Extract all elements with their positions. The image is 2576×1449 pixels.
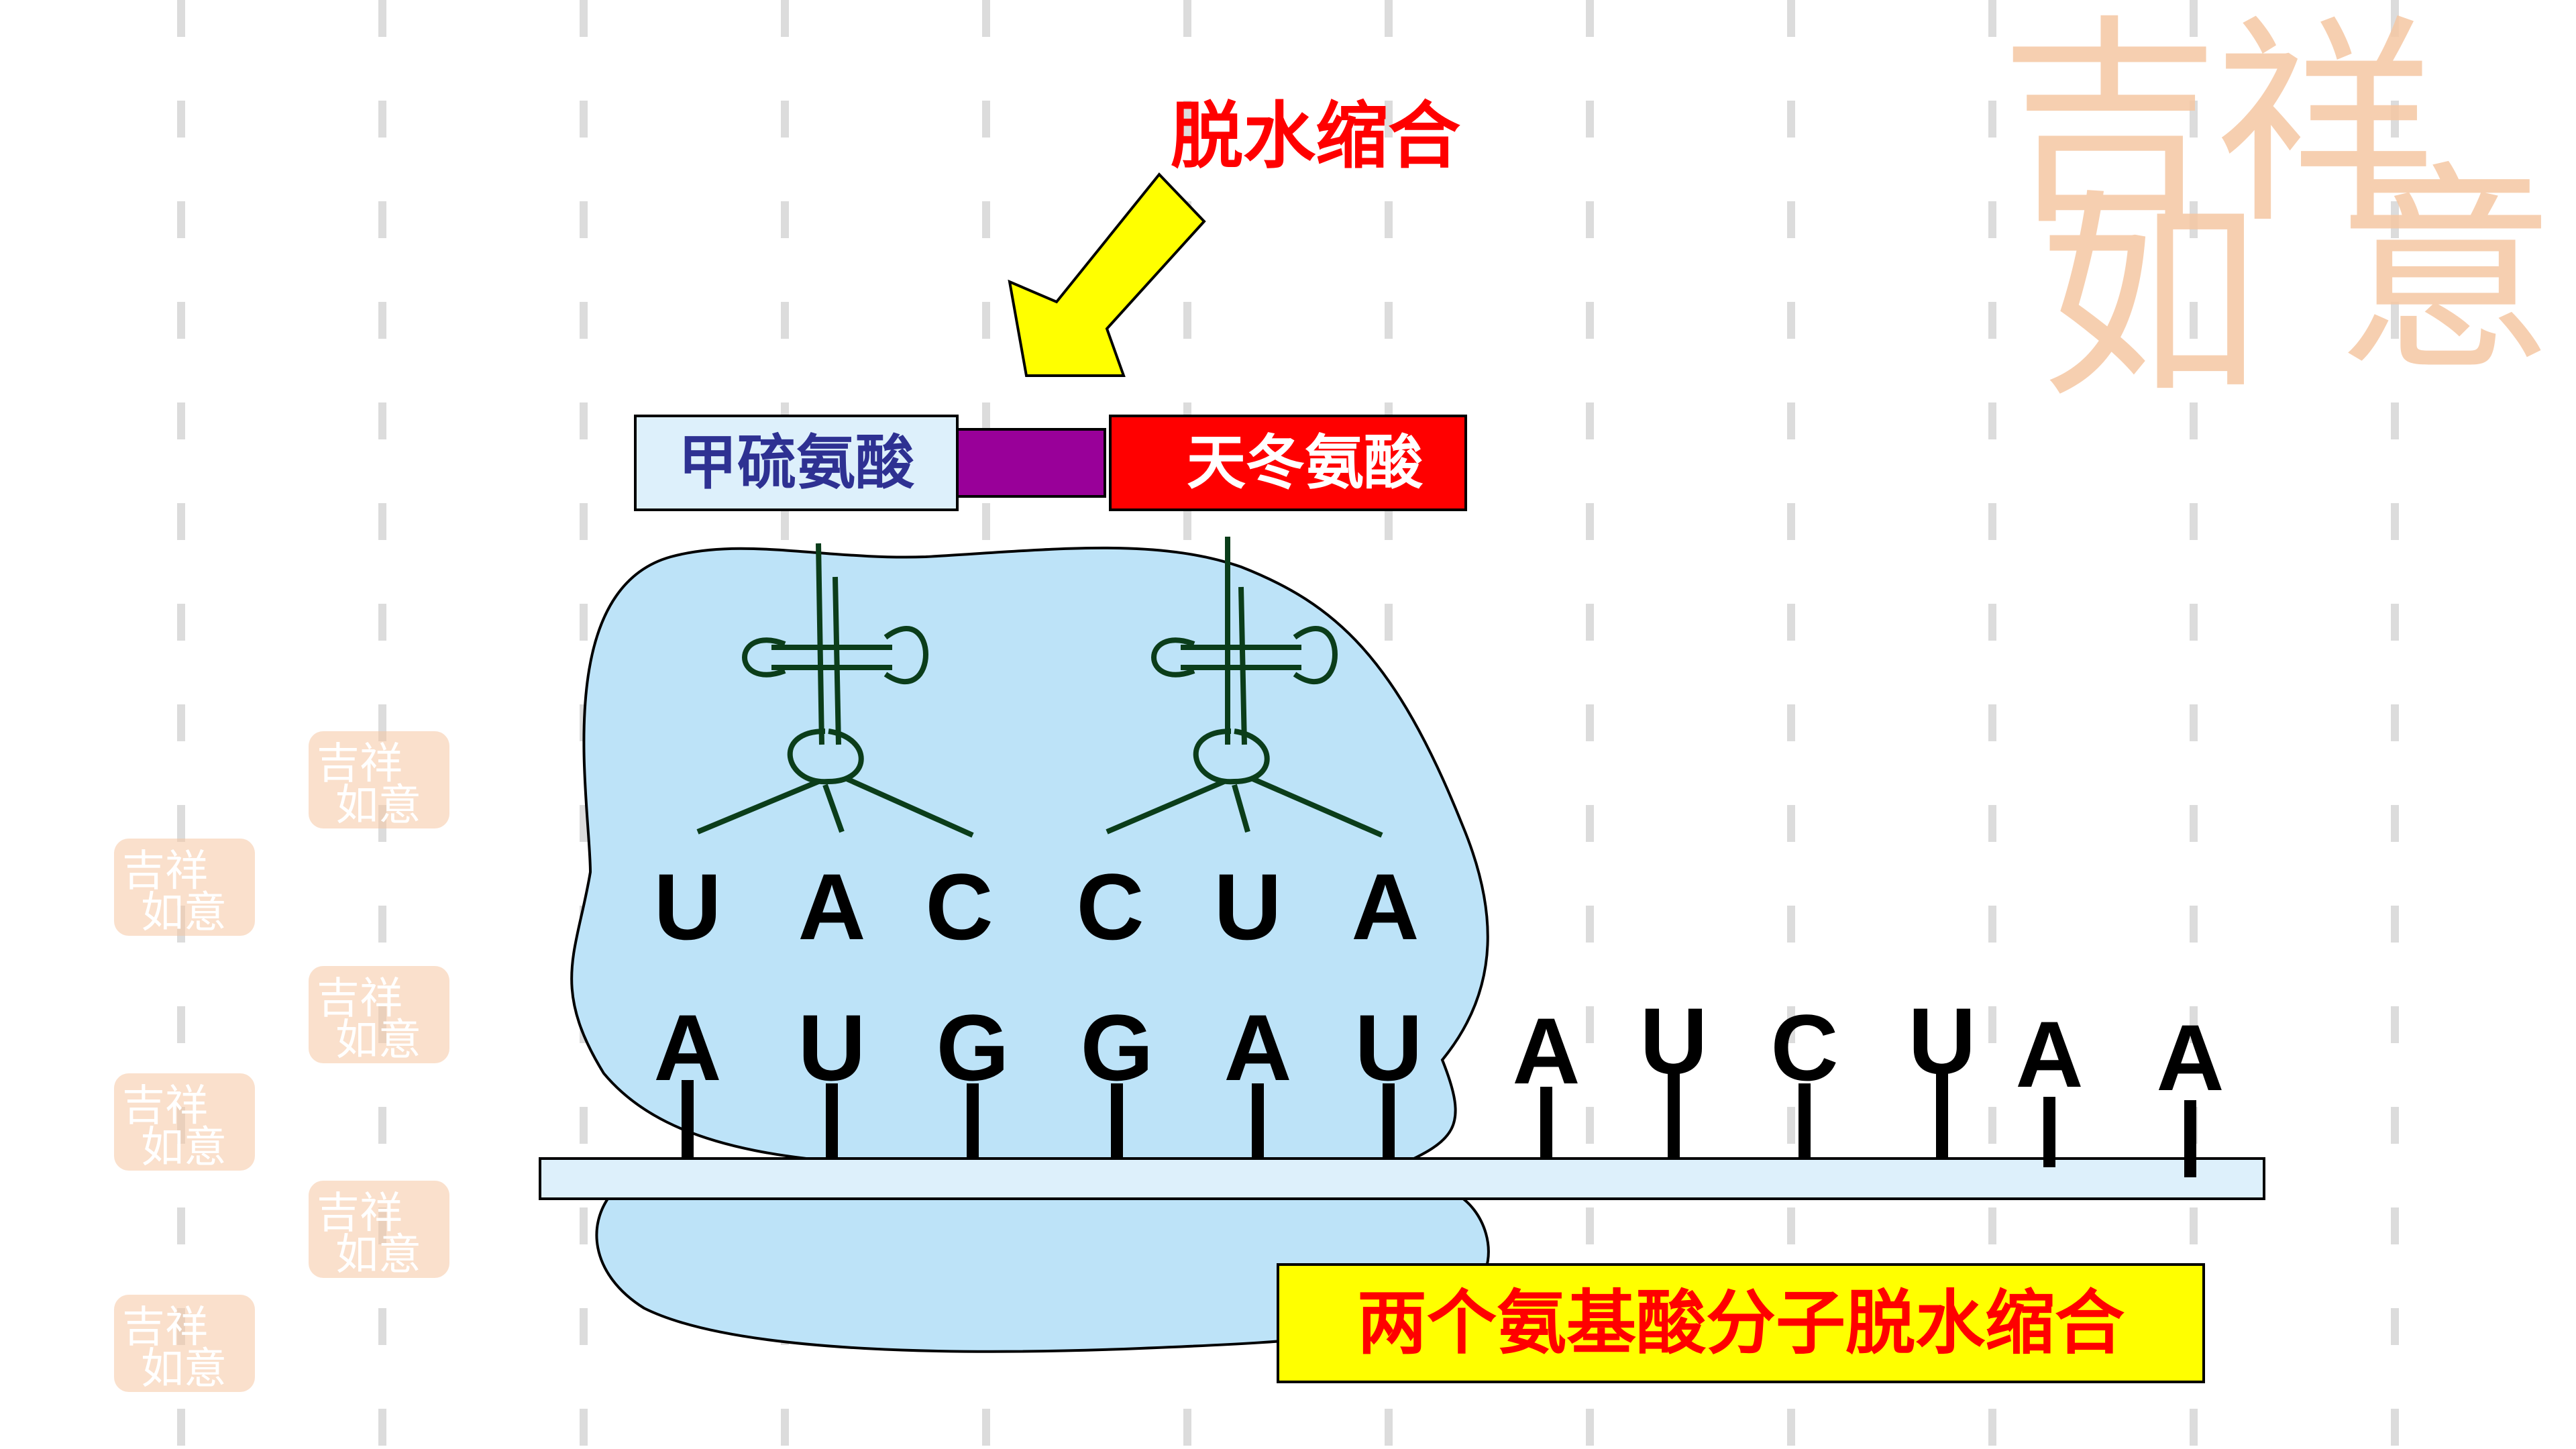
svg-text:吉祥: 吉祥	[317, 974, 402, 1024]
svg-text:如意: 如意	[335, 1016, 421, 1065]
trna-1	[696, 543, 974, 838]
svg-text:如意: 如意	[335, 1230, 421, 1280]
watermark-seal-large: 吉 祥 如 意	[1999, 0, 2556, 428]
svg-text:如意: 如意	[335, 781, 421, 830]
caption-text: 两个氨基酸分子脱水缩合	[1357, 1282, 2125, 1364]
watermark-char: 吉	[1999, 0, 2220, 254]
watermark-char: 意	[2334, 144, 2556, 401]
svg-text:吉祥: 吉祥	[122, 1081, 208, 1131]
svg-text:吉祥: 吉祥	[317, 739, 402, 789]
svg-text:如意: 如意	[141, 888, 227, 938]
anticodon-base: C	[925, 854, 993, 959]
anticodon-base: C	[1076, 854, 1144, 959]
mrna-strand	[539, 1157, 2265, 1200]
reaction-arrow	[1008, 172, 1206, 377]
mrna-base: U	[1908, 988, 1976, 1093]
amino-acid-box-aspartic-acid	[1109, 415, 1467, 511]
mrna-base: A	[653, 995, 721, 1100]
trna-2	[1106, 537, 1383, 838]
mrna-base: A	[1224, 995, 1291, 1100]
mrna-base: U	[1354, 995, 1422, 1100]
mrna-base: A	[2156, 1005, 2224, 1110]
amino-acid-label-methionine: 甲硫氨酸	[678, 428, 915, 497]
amino-acid-label-aspartic-acid: 天冬氨酸	[1187, 428, 1424, 497]
peptide-bond	[956, 428, 1106, 498]
anticodon-base: U	[653, 854, 721, 959]
mrna-base: U	[798, 995, 865, 1100]
svg-text:吉祥: 吉祥	[122, 847, 208, 896]
amino-acid-box-methionine	[634, 415, 959, 511]
mrna-base: G	[1081, 995, 1154, 1100]
mrna-base: C	[1770, 995, 1838, 1100]
anticodon-base: A	[798, 854, 865, 959]
mrna-base: U	[1640, 988, 1707, 1093]
svg-text:如意: 如意	[141, 1344, 227, 1394]
mrna-base-ticks	[682, 1073, 2196, 1177]
anticodon-base: U	[1214, 854, 1281, 959]
svg-text:如意: 如意	[141, 1123, 227, 1173]
arrow-label: 脱水缩合	[1171, 95, 1460, 178]
mrna-base: A	[2015, 1002, 2083, 1107]
watermark-char: 祥	[2214, 0, 2435, 254]
mrna-base: G	[936, 995, 1010, 1100]
caption-box	[1277, 1263, 2205, 1383]
svg-text:吉祥: 吉祥	[122, 1303, 208, 1352]
svg-text:吉祥: 吉祥	[317, 1189, 402, 1238]
watermark-char: 如	[2039, 170, 2261, 428]
ribosome-large-subunit	[570, 546, 1489, 1169]
mrna-base: A	[1512, 998, 1580, 1104]
anticodon-base: A	[1351, 854, 1419, 959]
